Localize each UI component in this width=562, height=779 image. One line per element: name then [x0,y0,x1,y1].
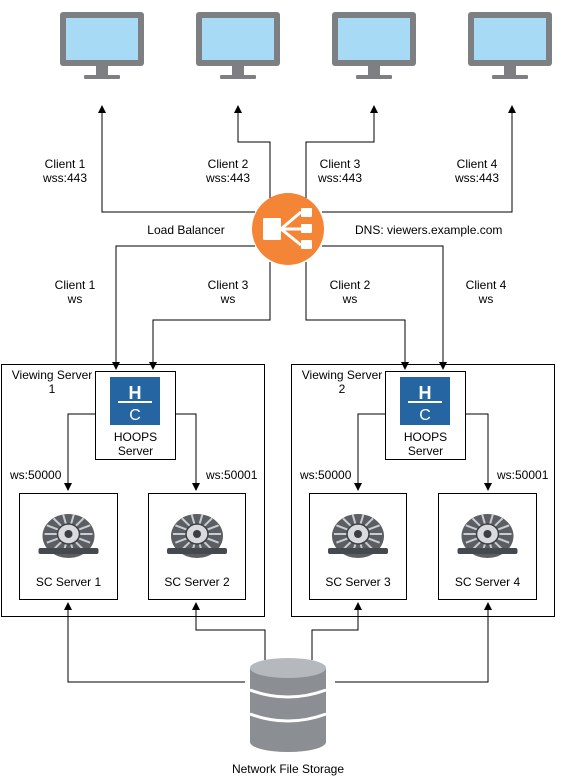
hoops-server-1-label: HOOPS Server [96,430,175,458]
lb-to-hoops1-client1-line [112,245,255,370]
sc-server-2-label: SC Server 2 [164,575,230,589]
lb-link-client1-name: Client 1 [54,278,96,292]
client2-protocol: wss:443 [205,171,251,185]
vs1-port-right: ws:50001 [206,468,258,482]
vs2-port-right: ws:50001 [497,468,549,482]
lb-to-client1-line [98,105,255,213]
hoops-server-2-line2: Server [407,444,444,458]
client1-name: Client 1 [44,157,86,171]
engine-icon [457,514,518,558]
svg-text:C: C [419,407,431,424]
hoops1-sc2-link [169,410,200,491]
lb-link-client3-protocol: ws [220,292,236,306]
sc-server-2: SC Server 2 [148,493,246,600]
lb-link-client1-protocol: ws [67,292,83,306]
storage-label: Network File Storage [231,762,345,776]
hoops-logo-icon: H C [400,377,450,425]
svg-text:C: C [129,407,141,424]
hoops2-sc3-link [354,410,392,491]
dns-label: DNS: viewers.example.com [355,223,503,237]
sc-server-1-label: SC Server 1 [35,575,102,589]
sc-server-3-label: SC Server 3 [325,575,391,589]
client3-name: Client 3 [319,157,361,171]
monitor-icon [468,12,552,79]
lb-to-hoops2-client4-line [322,245,447,370]
sc-server-4-label: SC Server 4 [454,575,521,589]
lb-to-client2-line [234,105,271,198]
viewing-server-1-title-line2: 1 [48,382,56,396]
engine-icon [38,514,99,558]
sc-server-1: SC Server 1 [19,493,118,600]
monitor-icon [60,12,144,79]
lb-link-client2-name: Client 2 [329,278,371,292]
client4-label: Client 4 wss:443 [448,157,506,185]
lb-link-client1-label: Client 1 ws [46,278,104,306]
viewing-server-1 [1,364,265,617]
lb-to-hoops2-client2-line [305,262,409,370]
svg-text:H: H [419,383,432,403]
client3-protocol: wss:443 [317,171,363,185]
load-balancer-label: Load Balancer [147,223,225,237]
hoops-server-1-line2: Server [117,444,154,458]
lb-link-client3-label: Client 3 ws [199,278,257,306]
hoops-logo-icon: H C [110,377,160,425]
storage-to-sc1-line [64,602,245,683]
sc-server-3: SC Server 3 [309,493,407,600]
svg-text:H: H [129,383,142,403]
client2-name: Client 2 [207,157,249,171]
hoops2-sc4-link [459,410,492,491]
lb-link-client2-protocol: ws [342,292,358,306]
sc-server-4: SC Server 4 [438,493,537,600]
engine-icon [167,514,227,558]
hoops-server-1: H C HOOPS Server [95,371,176,460]
viewing-server-2-title: Viewing Server 2 [299,368,385,396]
client4-protocol: wss:443 [454,171,500,185]
client3-label: Client 3 wss:443 [311,157,369,185]
vs2-port-left: ws:50000 [300,468,352,482]
monitor-icon [196,12,280,79]
hoops-server-2-line1: HOOPS [403,430,448,444]
hoops-server-2-label: HOOPS Server [386,430,465,458]
viewing-server-2-title-line2: 2 [338,382,346,396]
lb-link-client4-protocol: ws [478,292,494,306]
storage-to-sc4-line [335,602,492,683]
hoops-server-2: H C HOOPS Server [385,371,466,460]
viewing-server-1-title: Viewing Server 1 [9,368,95,396]
lb-link-client4-label: Client 4 ws [457,278,515,306]
lb-link-client3-name: Client 3 [207,278,249,292]
lb-to-hoops1-client3-line [149,262,271,370]
engine-icon [328,514,388,558]
client4-name: Client 4 [456,157,498,171]
hoops1-sc1-link [64,410,102,491]
monitor-icon [332,12,416,79]
vs1-port-left: ws:50000 [10,468,62,482]
lb-link-client4-name: Client 4 [465,278,507,292]
viewing-server-1-title-line1: Viewing Server [11,368,93,382]
lb-link-client2-label: Client 2 ws [321,278,379,306]
viewing-server-2 [291,364,555,617]
lb-to-client4-line [322,105,516,213]
client1-protocol: wss:443 [42,171,88,185]
hoops-server-1-line1: HOOPS [113,430,158,444]
client1-label: Client 1 wss:443 [36,157,94,185]
lb-to-client3-line [305,105,378,198]
viewing-server-2-title-line1: Viewing Server [301,368,383,382]
client2-label: Client 2 wss:443 [199,157,257,185]
